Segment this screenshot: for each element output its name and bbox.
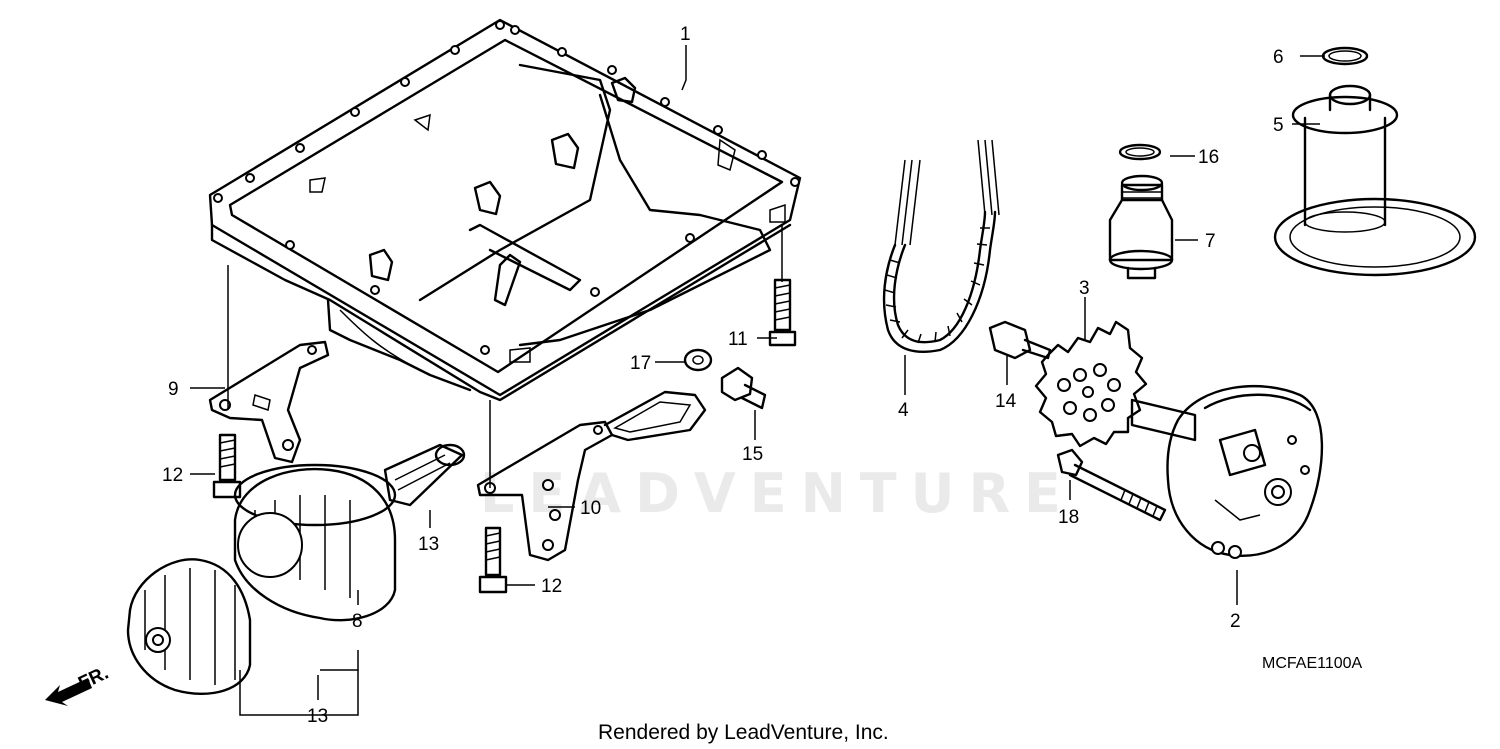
oil-filter-part [233, 463, 397, 622]
callout-13b: 13 [307, 706, 328, 727]
callout-1: 1 [680, 24, 691, 45]
callout-12b: 12 [541, 576, 562, 597]
front-direction-arrow-icon: FR. [45, 663, 112, 706]
callout-14: 14 [995, 391, 1017, 412]
o-ring-part [1321, 46, 1369, 66]
credit-line: Rendered by LeadVenture, Inc. [598, 721, 889, 744]
oil-pan-part [208, 18, 802, 402]
washer-17-part [683, 348, 713, 372]
strainer-part [1273, 84, 1477, 277]
callout-5: 5 [1273, 115, 1284, 136]
leader-lines [190, 45, 1325, 716]
chain-part [882, 139, 1000, 353]
callout-17: 17 [630, 353, 651, 374]
callout-9: 9 [168, 379, 179, 400]
callout-4: 4 [898, 400, 909, 421]
filter-nipple-part [383, 443, 466, 507]
bolt-12b-part [478, 526, 508, 594]
relief-valve-part [1108, 174, 1174, 280]
callout-13a: 13 [418, 534, 439, 555]
bracket-9-part [208, 340, 330, 464]
watermark: LEADVENTURE [480, 462, 1075, 525]
callout-6: 6 [1273, 47, 1284, 68]
callout-15: 15 [742, 444, 763, 465]
callout-3: 3 [1079, 278, 1090, 299]
callout-8: 8 [352, 611, 363, 632]
callout-10: 10 [580, 498, 601, 519]
callout-16: 16 [1198, 147, 1219, 168]
callout-2: 2 [1230, 611, 1241, 632]
filter-cap-part [126, 558, 252, 695]
small-o-ring-part [1118, 143, 1162, 161]
callout-11: 11 [728, 329, 748, 350]
callout-12a: 12 [162, 465, 183, 486]
sprocket-part [1034, 320, 1148, 448]
callout-7: 7 [1205, 231, 1216, 252]
diagram-code: MCFAE1100A [1262, 655, 1363, 672]
bolt-15-part [720, 366, 767, 410]
bolt-12a-part [212, 433, 242, 499]
oil-pump-part [1130, 385, 1324, 559]
bracket-10-part [476, 390, 707, 562]
bolt-11-part [768, 278, 797, 347]
bolt-14-part [988, 320, 1052, 360]
bolt-18-part [1056, 448, 1167, 522]
callout-18: 18 [1058, 507, 1079, 528]
